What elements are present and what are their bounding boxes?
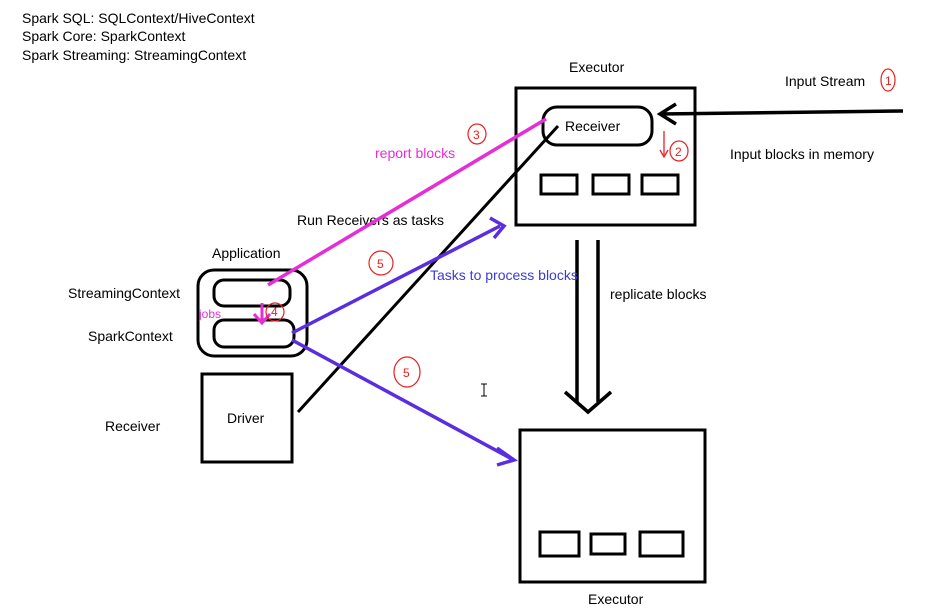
tasks-arrowhead-top [489,216,507,240]
step-4-circle [265,302,285,322]
block-bottom-1 [538,530,581,558]
receiver-left-label: Receiver [105,418,161,434]
spark-context-box [212,318,296,349]
store-blocks-arrowhead [659,149,669,159]
input-stream-arrow [659,109,904,116]
input-stream-arrowhead [656,102,677,126]
replicate-arrowhead [563,390,613,415]
driver-box [200,372,294,464]
report-blocks-label: report blocks [375,145,455,161]
block-top-2 [591,173,631,196]
step-5-bottom-number: 5 [403,366,410,380]
step-2-number: 2 [675,145,682,159]
tasks-line-top [291,224,501,335]
step-3-circle [467,123,487,145]
step-1-circle [880,68,896,92]
run-receivers-label: Run Receivers as tasks [297,212,444,228]
header-line-spark-sql: Spark SQL: SQLContext/HiveContext [22,10,255,26]
step-5-top-number: 5 [377,257,384,271]
application-box [196,268,309,358]
text-cursor-icon [481,383,487,397]
step-2-circle [669,140,689,162]
block-top-3 [640,173,680,196]
receiver-box [541,105,654,147]
run-receivers-line [296,124,560,414]
block-bottom-3 [638,530,685,558]
executor-bottom-box [518,428,707,584]
streaming-context-box [212,278,292,308]
spark-context-label: SparkContext [88,328,173,344]
executor-bottom-label: Executor [588,591,644,607]
receiver-box-label: Receiver [565,118,621,134]
report-blocks-line [267,117,547,287]
header-line-spark-streaming: Spark Streaming: StreamingContext [22,47,246,63]
step-3-number: 3 [473,128,480,142]
jobs-label: jobs [198,307,221,321]
application-label: Application [212,245,281,261]
executor-top-label: Executor [569,59,625,75]
executor-top-box [514,86,697,227]
replicate-blocks-label: replicate blocks [610,286,707,302]
step-4-number: 4 [271,305,278,319]
tasks-process-label: Tasks to process blocks [430,267,578,283]
step-1-number: 1 [885,74,892,88]
step-5-top-circle [368,250,394,276]
driver-label: Driver [227,410,265,426]
input-stream-label: Input Stream [785,73,865,89]
input-blocks-label: Input blocks in memory [730,146,874,162]
header-line-spark-core: Spark Core: SparkContext [22,28,186,44]
block-top-1 [539,173,579,196]
tasks-arrowhead-bottom [495,446,518,467]
streaming-context-label: StreamingContext [68,285,180,301]
block-bottom-2 [589,532,627,556]
tasks-line-bottom [291,338,513,461]
step-5-bottom-circle [393,356,421,388]
